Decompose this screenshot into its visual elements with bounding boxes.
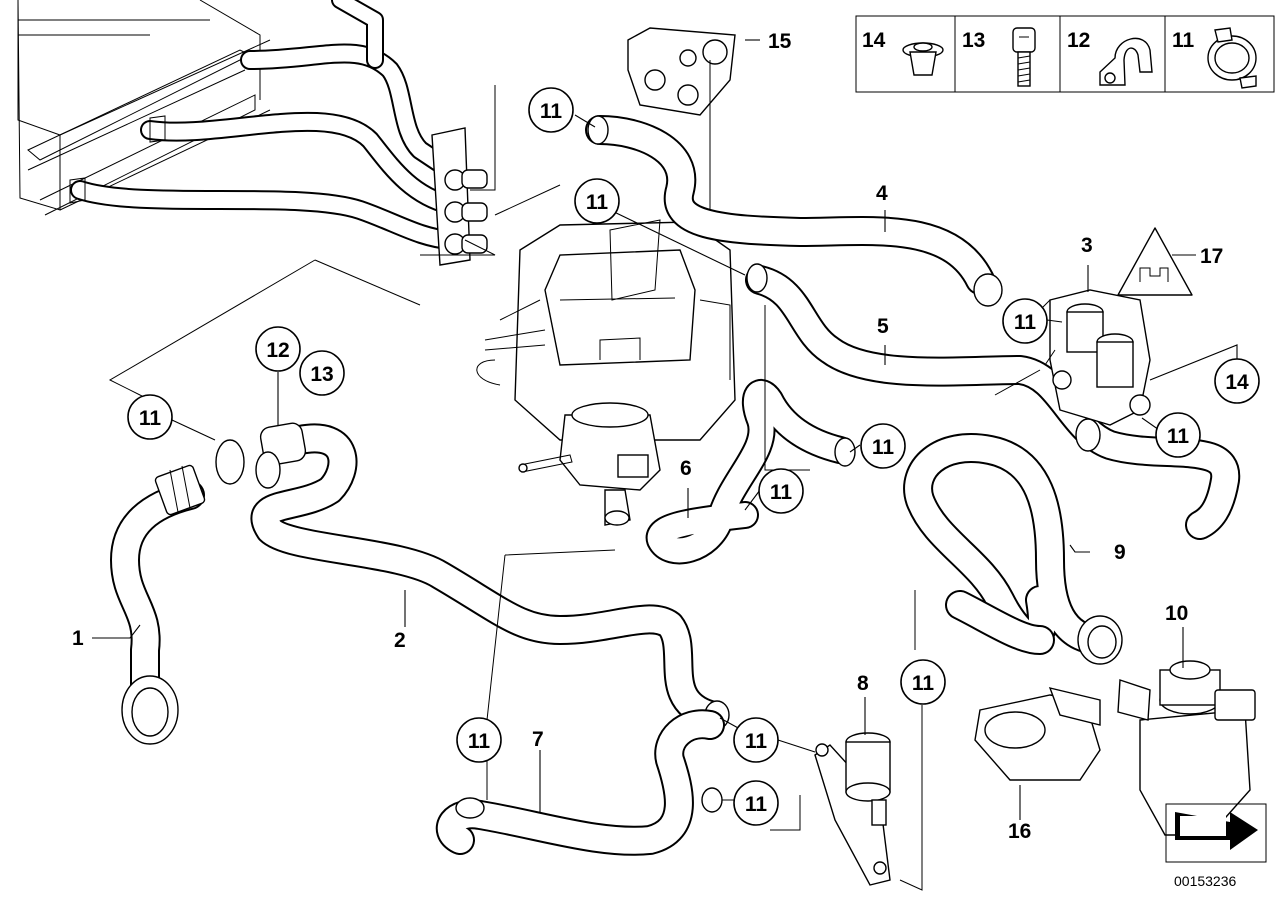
callout-11-k: 11 bbox=[733, 780, 779, 826]
valve-8 bbox=[814, 732, 891, 886]
hose-6 bbox=[645, 379, 856, 565]
hose-clamp-icon bbox=[1207, 27, 1257, 89]
hose-2 bbox=[215, 422, 730, 730]
holder-16 bbox=[974, 687, 1101, 781]
orientation-icon bbox=[1165, 803, 1267, 863]
part-numbers: 1 2 3 4 5 6 7 8 9 10 15 16 17 bbox=[72, 30, 1223, 843]
svg-text:11: 11 bbox=[1014, 311, 1037, 334]
part-number-2: 2 bbox=[394, 629, 406, 652]
hose-1 bbox=[110, 464, 206, 745]
svg-text:11: 11 bbox=[468, 730, 491, 753]
svg-text:11: 11 bbox=[1167, 425, 1190, 448]
callout-11-f: 11 bbox=[860, 423, 906, 469]
callout-11-b: 11 bbox=[574, 178, 620, 224]
svg-text:11: 11 bbox=[872, 436, 895, 459]
callout-11-g: 11 bbox=[758, 468, 804, 514]
part-number-5: 5 bbox=[877, 315, 889, 338]
part-number-8: 8 bbox=[857, 672, 869, 695]
hose-5 bbox=[745, 263, 1241, 540]
part-number-17: 17 bbox=[1200, 245, 1223, 268]
svg-text:11: 11 bbox=[912, 672, 935, 695]
part-number-3: 3 bbox=[1081, 234, 1093, 257]
svg-text:13: 13 bbox=[310, 363, 333, 386]
small-parts-legend: 14 13 12 11 bbox=[855, 15, 1275, 93]
legend-number-13: 13 bbox=[962, 29, 985, 52]
callout-12: 12 bbox=[255, 326, 301, 372]
document-id: 00153236 bbox=[1174, 873, 1237, 889]
part-number-4: 4 bbox=[876, 182, 888, 205]
part-number-10: 10 bbox=[1165, 602, 1188, 625]
callout-14: 14 bbox=[1214, 358, 1260, 404]
part-number-7: 7 bbox=[532, 728, 544, 751]
warning-label-17 bbox=[1117, 227, 1193, 296]
valve-block-3 bbox=[1039, 289, 1151, 426]
legend-number-12: 12 bbox=[1067, 29, 1090, 52]
svg-text:14: 14 bbox=[1225, 371, 1249, 394]
callout-11-c: 11 bbox=[127, 394, 173, 440]
svg-text:11: 11 bbox=[745, 730, 768, 753]
part-number-1: 1 bbox=[72, 627, 84, 650]
legend-number-14: 14 bbox=[862, 29, 886, 52]
auxiliary-heater-unit bbox=[476, 219, 736, 526]
reference-lines bbox=[108, 60, 1041, 891]
grommet-icon bbox=[902, 42, 944, 76]
callout-11-h: 11 bbox=[900, 659, 946, 705]
hose-4 bbox=[585, 115, 1003, 307]
bolt-icon bbox=[1012, 27, 1036, 87]
part-number-6: 6 bbox=[680, 457, 692, 480]
callout-13: 13 bbox=[299, 350, 345, 396]
svg-text:11: 11 bbox=[586, 191, 609, 214]
callout-11-e: 11 bbox=[1155, 412, 1201, 458]
callout-11-d: 11 bbox=[1002, 298, 1048, 344]
part-number-15: 15 bbox=[768, 30, 792, 53]
callout-11-j: 11 bbox=[733, 717, 779, 763]
part-number-9: 9 bbox=[1114, 541, 1126, 564]
svg-text:11: 11 bbox=[139, 407, 162, 430]
coolant-pump-10 bbox=[1117, 660, 1256, 836]
grommet-plate-15 bbox=[627, 27, 736, 116]
callout-11-a: 11 bbox=[528, 87, 574, 133]
heater-core-assembly bbox=[17, 0, 488, 266]
callout-11-i: 11 bbox=[456, 717, 502, 763]
hose-clip-icon bbox=[1099, 37, 1153, 86]
svg-text:11: 11 bbox=[745, 793, 768, 816]
svg-text:12: 12 bbox=[266, 339, 289, 362]
svg-text:11: 11 bbox=[540, 100, 563, 123]
legend-number-11: 11 bbox=[1172, 29, 1195, 52]
hose-9 bbox=[903, 433, 1123, 665]
hose-7 bbox=[436, 709, 725, 856]
part-number-16: 16 bbox=[1008, 820, 1031, 843]
svg-text:11: 11 bbox=[770, 481, 793, 504]
